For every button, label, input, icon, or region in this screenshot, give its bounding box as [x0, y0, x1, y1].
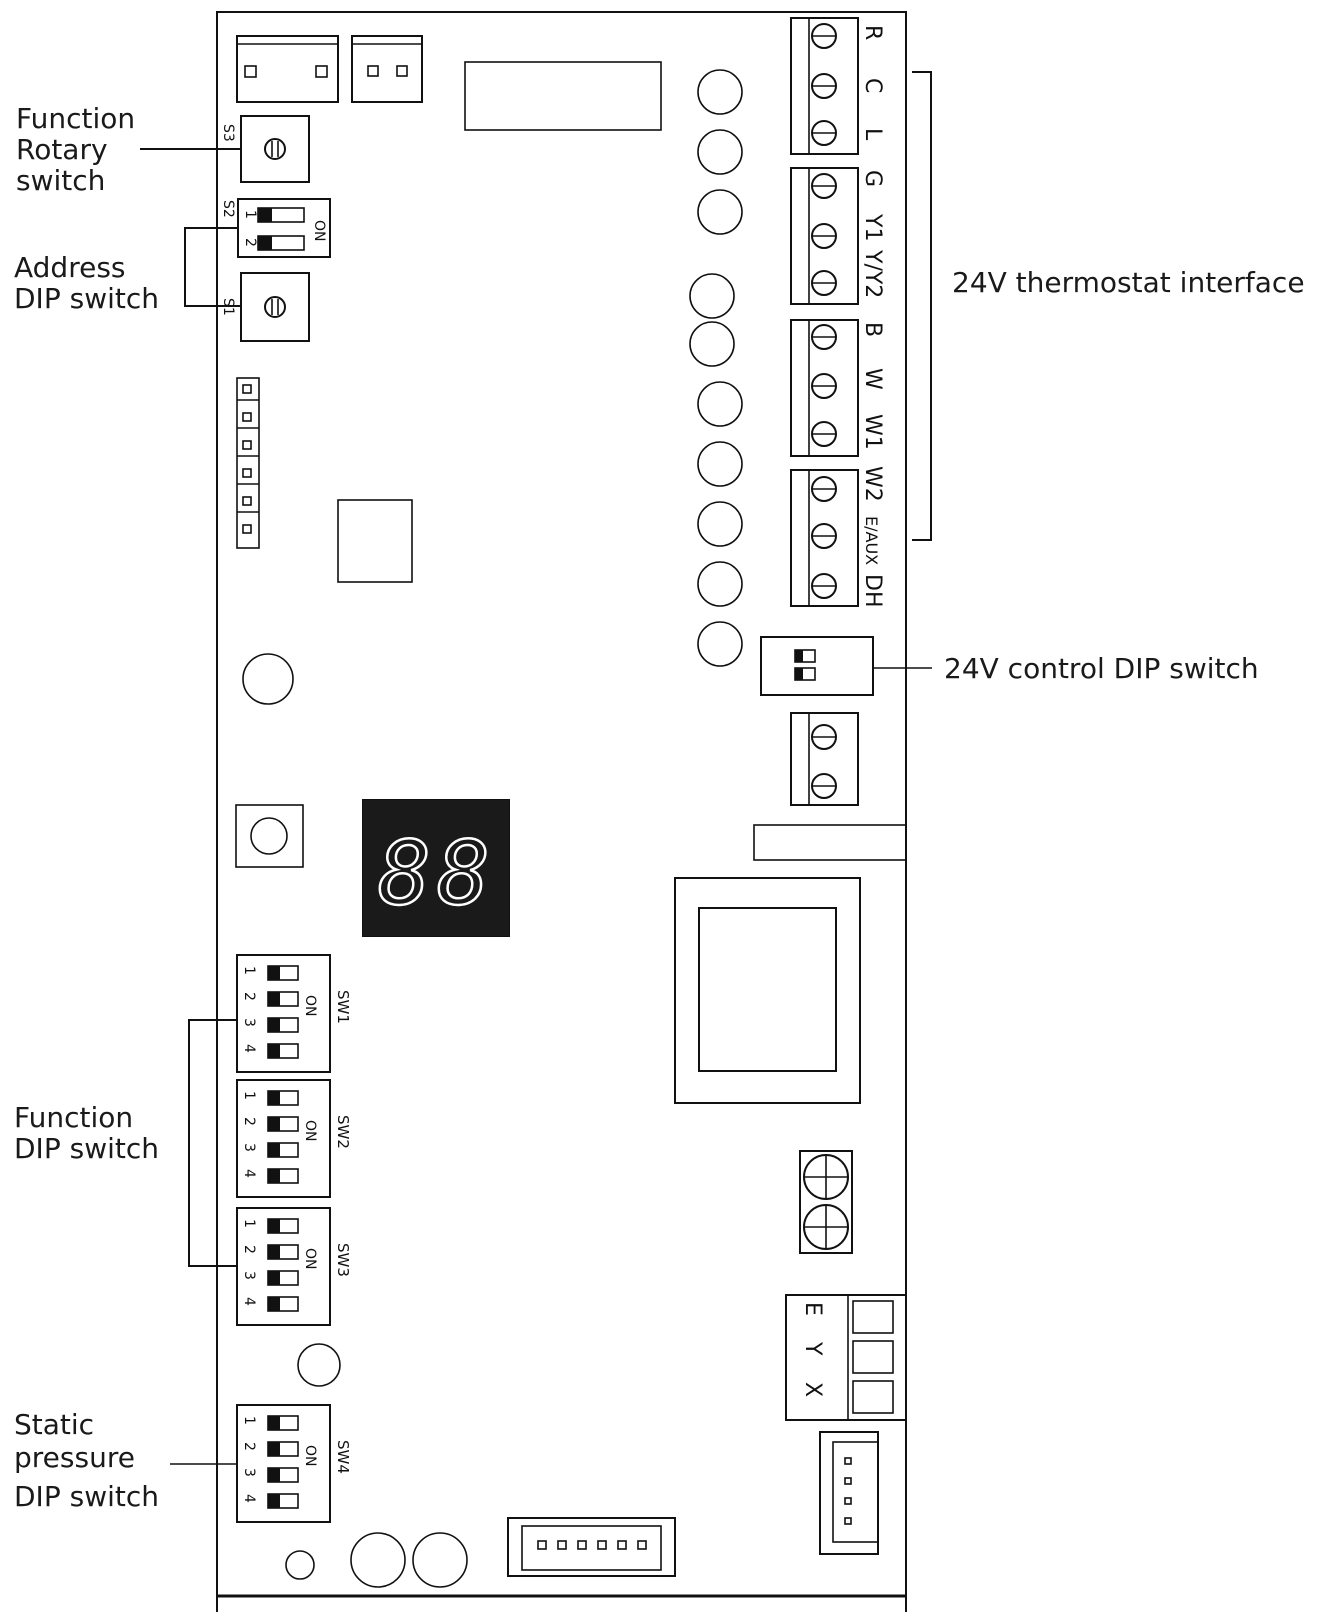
relay-component	[464, 61, 662, 131]
svg-text:1: 1	[241, 966, 257, 975]
board-circle-left	[242, 653, 294, 705]
svg-text:switch: switch	[16, 164, 105, 197]
seven-segment-display: 88	[362, 799, 510, 937]
terminal-label-b: B	[860, 322, 885, 337]
comm-label-x: X	[800, 1382, 825, 1397]
push-button	[235, 804, 304, 868]
sw3-label: SW3	[334, 1243, 352, 1277]
svg-text:3: 3	[241, 1468, 257, 1477]
s1-rotary-switch: S1	[220, 272, 310, 342]
callout-static-pressure: Static pressure DIP switch	[14, 1408, 159, 1513]
svg-text:4: 4	[241, 1169, 257, 1178]
svg-text:Address: Address	[14, 251, 126, 284]
callout-address-dip: Address DIP switch	[14, 251, 159, 315]
bracket-function-dip	[188, 1019, 237, 1267]
comm-terminal-eyx: E Y X	[785, 1294, 907, 1421]
power-terminal-block	[790, 712, 859, 806]
chip-square	[337, 499, 413, 583]
svg-text:DIP switch: DIP switch	[14, 1132, 159, 1165]
bottom-circles	[285, 1343, 468, 1588]
svg-text:ON: ON	[302, 995, 318, 1017]
svg-text:2: 2	[241, 1117, 257, 1126]
dip-switch-sw3: 1 2 3 4 ON SW3	[236, 1207, 352, 1326]
svg-text:1: 1	[241, 1219, 257, 1228]
svg-text:Rotary: Rotary	[16, 133, 108, 166]
svg-text:2: 2	[241, 1245, 257, 1254]
thermostat-terminal-blocks	[790, 17, 859, 607]
callout-function-dip: Function DIP switch	[14, 1101, 159, 1165]
terminal-label-r: R	[860, 25, 885, 40]
svg-text:Function: Function	[14, 1101, 133, 1134]
callout-thermostat: 24V thermostat interface	[952, 266, 1305, 299]
dip-switch-sw2: 1 2 3 4 ON SW2	[236, 1079, 352, 1198]
terminal-label-y1: Y1	[860, 213, 885, 241]
sw4-label: SW4	[334, 1440, 352, 1474]
edge-connector	[753, 824, 907, 861]
terminal-label-y-y2: Y/Y2	[860, 249, 885, 298]
comm-label-y: Y	[800, 1341, 825, 1356]
svg-text:4: 4	[241, 1494, 257, 1503]
capacitor-circles	[689, 69, 743, 667]
svg-text:1: 1	[241, 1091, 257, 1100]
svg-text:4: 4	[241, 1044, 257, 1053]
svg-text:ON: ON	[302, 1248, 318, 1270]
svg-text:Static: Static	[14, 1408, 94, 1441]
svg-text:2: 2	[241, 1442, 257, 1451]
display-digits: 88	[378, 822, 496, 925]
svg-text:ON: ON	[302, 1445, 318, 1467]
terminal-label-w: W	[860, 368, 885, 390]
callout-control-dip: 24V control DIP switch	[944, 652, 1259, 685]
board-outline	[216, 11, 907, 1612]
callout-function-rotary: Function Rotary switch	[16, 102, 135, 197]
s2-label: S2	[220, 200, 236, 218]
terminal-label-g: G	[860, 170, 885, 187]
sw1-label: SW1	[334, 990, 352, 1024]
four-pin-connector	[819, 1431, 879, 1555]
s3-label: S3	[220, 124, 236, 142]
dip-switch-sw4: 1 2 3 4 ON SW4	[236, 1404, 352, 1523]
terminal-label-dh: DH	[860, 574, 885, 607]
top-connector-right	[351, 35, 423, 103]
svg-text:3: 3	[241, 1143, 257, 1152]
svg-text:4: 4	[241, 1297, 257, 1306]
svg-text:pressure: pressure	[14, 1441, 135, 1474]
bracket-address-dip	[184, 227, 241, 307]
terminal-label-l: L	[860, 128, 885, 141]
svg-text:DIP switch: DIP switch	[14, 1480, 159, 1513]
pin-header	[236, 377, 260, 549]
thermostat-bracket	[912, 71, 932, 541]
svg-text:2: 2	[242, 238, 258, 247]
transformer	[674, 877, 861, 1104]
svg-text:ON: ON	[302, 1120, 318, 1142]
control-dip-switch	[760, 636, 874, 696]
sw2-label: SW2	[334, 1115, 352, 1149]
top-connector-left	[236, 35, 339, 103]
svg-text:Function: Function	[16, 102, 135, 135]
svg-text:3: 3	[241, 1271, 257, 1280]
ground-screws	[799, 1150, 853, 1254]
dip-switch-sw1: 1 2 3 4 ON SW1	[236, 954, 352, 1073]
svg-text:ON: ON	[311, 220, 327, 242]
svg-text:1: 1	[241, 1416, 257, 1425]
six-pin-connector	[507, 1517, 676, 1577]
svg-text:3: 3	[241, 1018, 257, 1027]
svg-text:DIP switch: DIP switch	[14, 282, 159, 315]
terminal-label-w2: W2	[860, 466, 885, 502]
terminal-label-e-aux: E/AUX	[862, 516, 881, 565]
comm-label-e: E	[800, 1302, 825, 1316]
svg-text:2: 2	[241, 992, 257, 1001]
terminal-label-c: C	[860, 78, 885, 93]
terminal-label-w1: W1	[860, 414, 885, 450]
s2-dip-switch: 1 2 ON S2	[220, 198, 331, 258]
thermostat-terminal-labels: R C L G Y1 Y/Y2 B W W1 W2 E/AUX DH	[860, 25, 885, 607]
svg-text:1: 1	[242, 210, 258, 219]
